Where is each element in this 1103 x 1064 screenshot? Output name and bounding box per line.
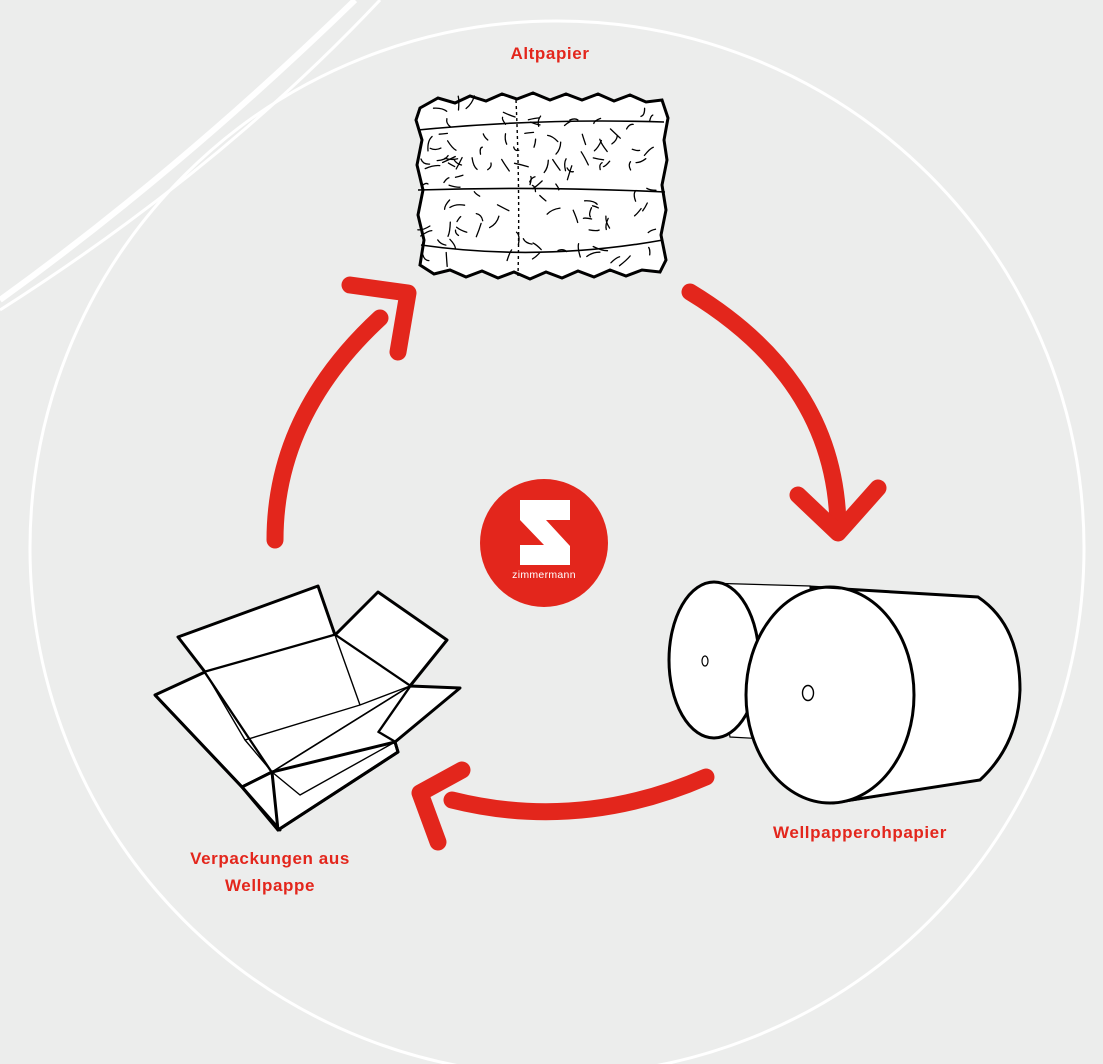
arrow-curved-up-right <box>275 318 380 540</box>
label-verpackungen: Verpackungen aus Wellpappe <box>150 845 390 899</box>
zimmermann-logo <box>480 479 608 607</box>
bale-fiber <box>439 133 447 134</box>
arrow-curved-left <box>452 777 706 812</box>
logo-wordmark: zimmermann <box>479 569 609 581</box>
paper-rolls-icon <box>669 582 1020 803</box>
altpapier-bale-icon <box>416 93 668 279</box>
bale-fiber <box>458 96 459 110</box>
label-verpackungen-line2: Wellpappe <box>150 872 390 899</box>
label-verpackungen-line1: Verpackungen aus <box>150 845 390 872</box>
arrow-curved-right-down <box>690 292 838 525</box>
bale-fiber <box>589 230 599 231</box>
label-altpapier: Altpapier <box>450 40 650 67</box>
label-wellpapperohpapier: Wellpapperohpapier <box>730 819 990 846</box>
